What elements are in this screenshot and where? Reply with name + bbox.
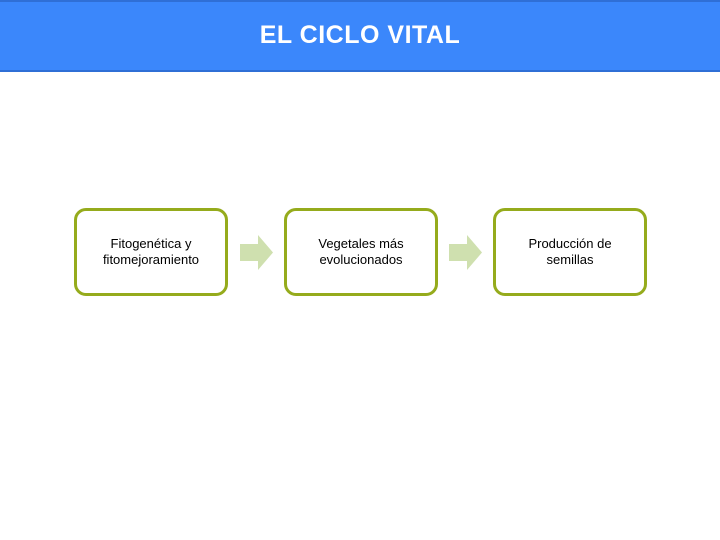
arrow-right-icon xyxy=(449,235,482,270)
flow-step-box-2[interactable]: Vegetales más evolucionados xyxy=(284,208,438,296)
flow-step-box-3[interactable]: Producción de semillas xyxy=(493,208,647,296)
process-flow-diagram: Fitogenética y fitomejoramiento Vegetale… xyxy=(0,208,720,296)
page-title: EL CICLO VITAL xyxy=(259,20,461,49)
flow-step-label-1: Fitogenética y fitomejoramiento xyxy=(102,235,200,267)
flow-step-box-1[interactable]: Fitogenética y fitomejoramiento xyxy=(74,208,228,296)
arrow-right-icon xyxy=(240,235,273,270)
flow-step-label-3: Producción de semillas xyxy=(528,235,612,267)
header-bar: EL CICLO VITAL xyxy=(0,0,720,72)
flow-step-label-2: Vegetales más evolucionados xyxy=(318,235,404,267)
